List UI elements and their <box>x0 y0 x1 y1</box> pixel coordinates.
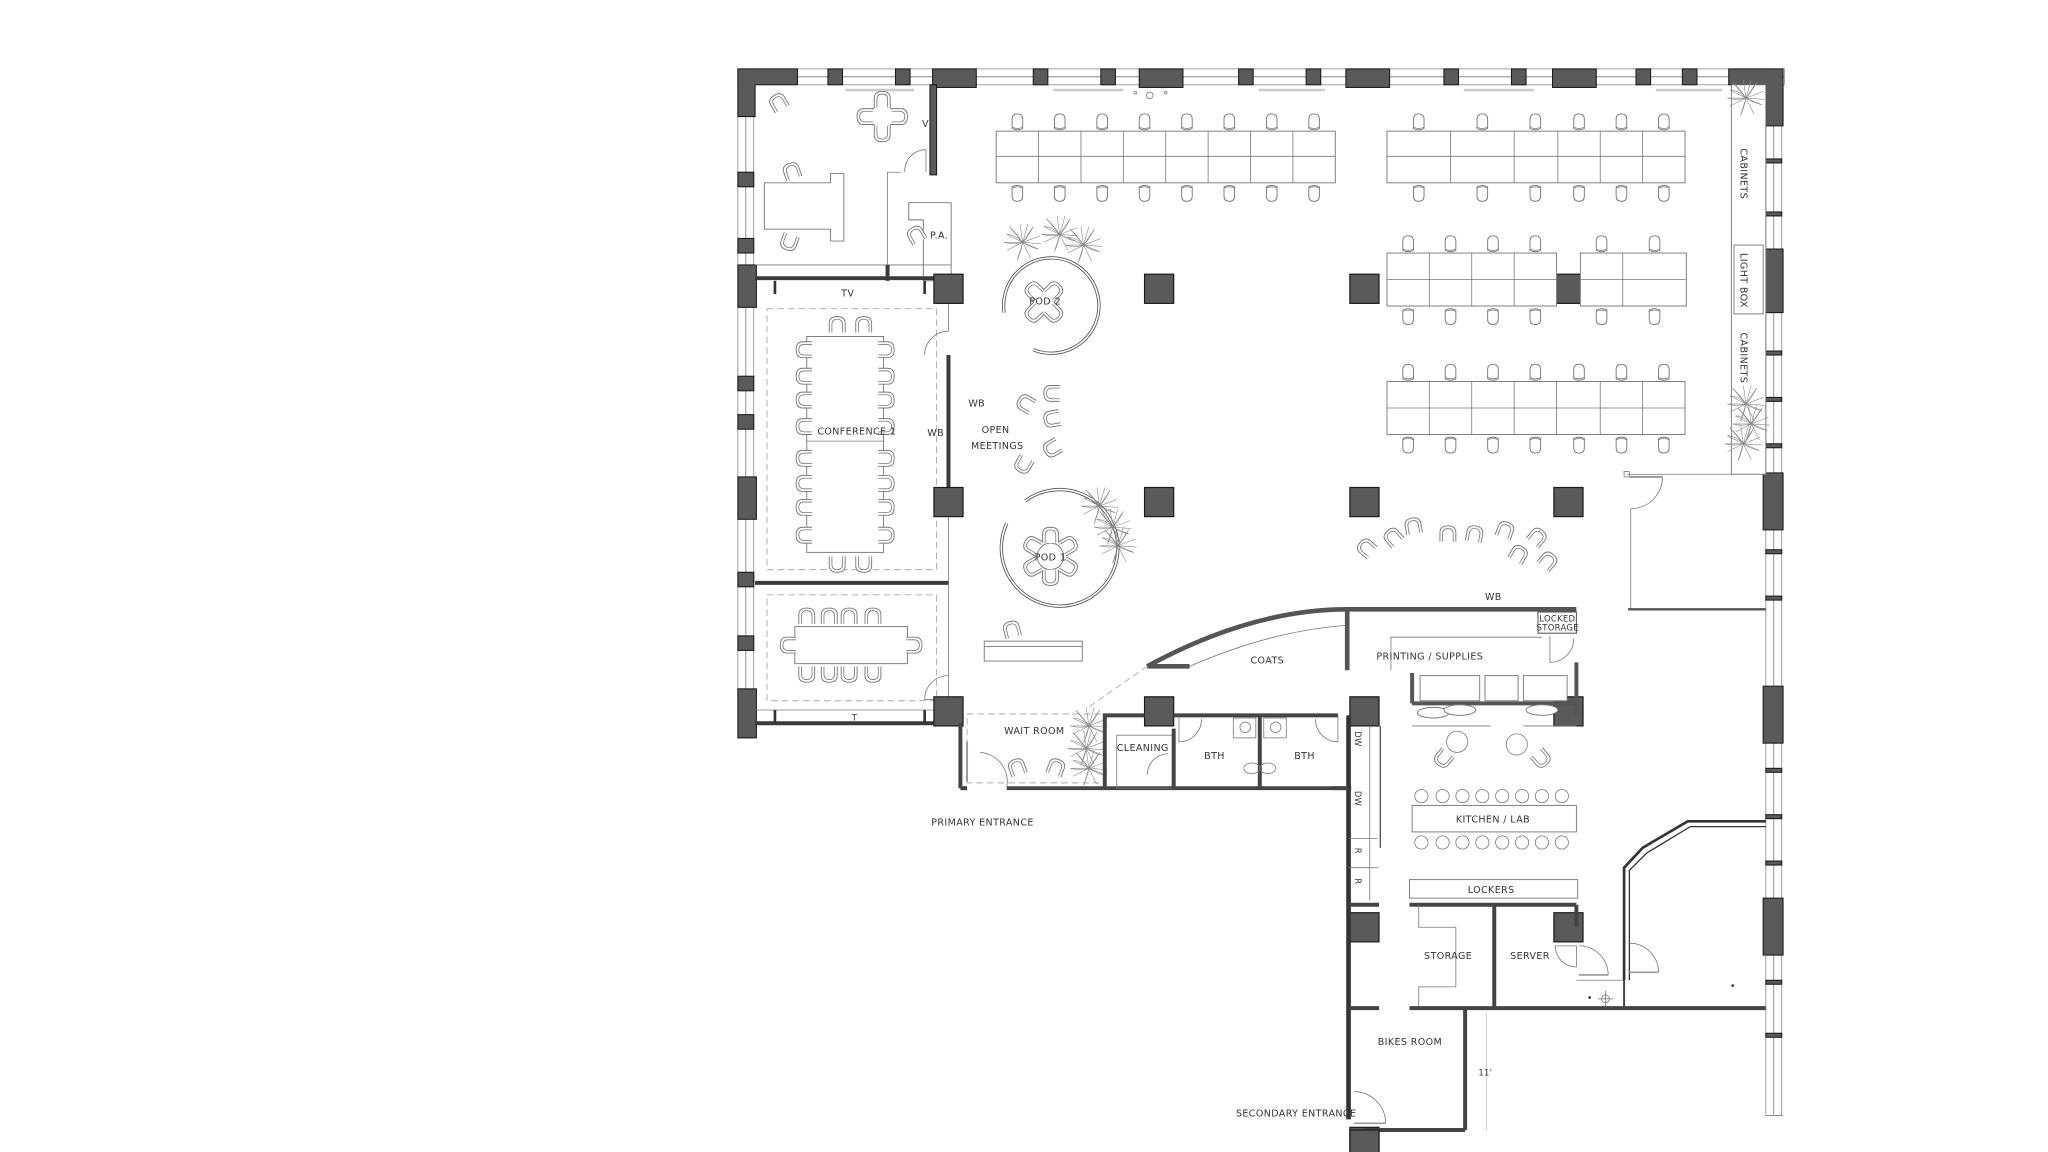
printing-label: PRINTING / SUPPLIES <box>1376 652 1483 663</box>
cleaning-label: CLEANING <box>1117 743 1169 754</box>
cabinets-strip: CABINETS LIGHT BOX CABINETS <box>1623 79 1771 611</box>
light-box-label: LIGHT BOX <box>1738 253 1749 308</box>
dimension-label: 11' <box>1478 1068 1492 1078</box>
tv-2-label: T <box>851 713 858 723</box>
pod-1: POD 1 <box>983 487 1137 662</box>
open-meetings-label-1: OPEN <box>982 425 1010 436</box>
tv-label: TV <box>840 289 854 300</box>
open-meetings: WB OPEN MEETINGS <box>968 385 1064 477</box>
locked-storage-label-1: LOCKED <box>1539 613 1575 623</box>
bikes-room-label: BIKES ROOM <box>1378 1037 1442 1048</box>
lounge-seating <box>1354 516 1560 573</box>
executive-office: V P.A. <box>755 84 952 282</box>
r-2-label: R <box>1353 878 1363 884</box>
printing-supplies: PRINTING / SUPPLIES LOCKED STORAGE <box>1376 611 1579 719</box>
pod-2: POD 2 <box>1001 215 1103 355</box>
lockers-label: LOCKERS <box>1468 885 1515 896</box>
r-1-label: R <box>1353 848 1363 854</box>
locked-storage-label-2: STORAGE <box>1537 623 1579 633</box>
wait-room-label: WAIT ROOM <box>1004 726 1064 737</box>
secondary-entrance-label: SECONDARY ENTRANCE <box>1236 1109 1356 1120</box>
kitchen-label: KITCHEN / LAB <box>1456 815 1530 826</box>
pod-2-label: POD 2 <box>1029 297 1061 308</box>
dw-1-label: DW <box>1353 731 1363 747</box>
conference-room-1: TV CONFERENCE 1 WB <box>755 264 951 703</box>
conference-room-2: T <box>755 580 961 726</box>
south-core: WAIT ROOM CLEANING BTH BTH <box>958 707 1352 1120</box>
wb-printing-label: WB <box>1485 592 1502 603</box>
bth-2-label: BTH <box>1294 751 1315 762</box>
server-label: SERVER <box>1510 951 1550 962</box>
conference-1-label: CONFERENCE 1 <box>817 427 896 438</box>
cabinets-2-label: CABINETS <box>1738 332 1749 383</box>
v-mark-label: V <box>922 119 929 130</box>
kitchen-lab: KITCHEN / LAB LOCKERS <box>1409 725 1579 899</box>
bth-1-label: BTH <box>1204 751 1225 762</box>
dw-2-label: DW <box>1353 791 1363 807</box>
primary-entrance-label: PRIMARY ENTRANCE <box>931 817 1034 828</box>
cabinets-1-label: CABINETS <box>1738 148 1749 199</box>
exterior-walls <box>737 68 1785 1116</box>
wb-conference-label: WB <box>927 428 944 439</box>
back-of-house: STORAGE SERVER 11' BIKES ROOM <box>1348 819 1766 1152</box>
open-meetings-label-2: MEETINGS <box>971 441 1024 452</box>
coats-area: COATS WB <box>1085 592 1577 710</box>
pa-label: P.A. <box>930 230 948 241</box>
pod-1-label: POD 1 <box>1035 552 1067 563</box>
coats-label: COATS <box>1251 656 1285 667</box>
wb-open-label: WB <box>968 399 985 410</box>
appliance-counter: DW DW R R <box>1348 725 1381 901</box>
storage-label: STORAGE <box>1424 951 1472 962</box>
workstations <box>995 113 1687 454</box>
